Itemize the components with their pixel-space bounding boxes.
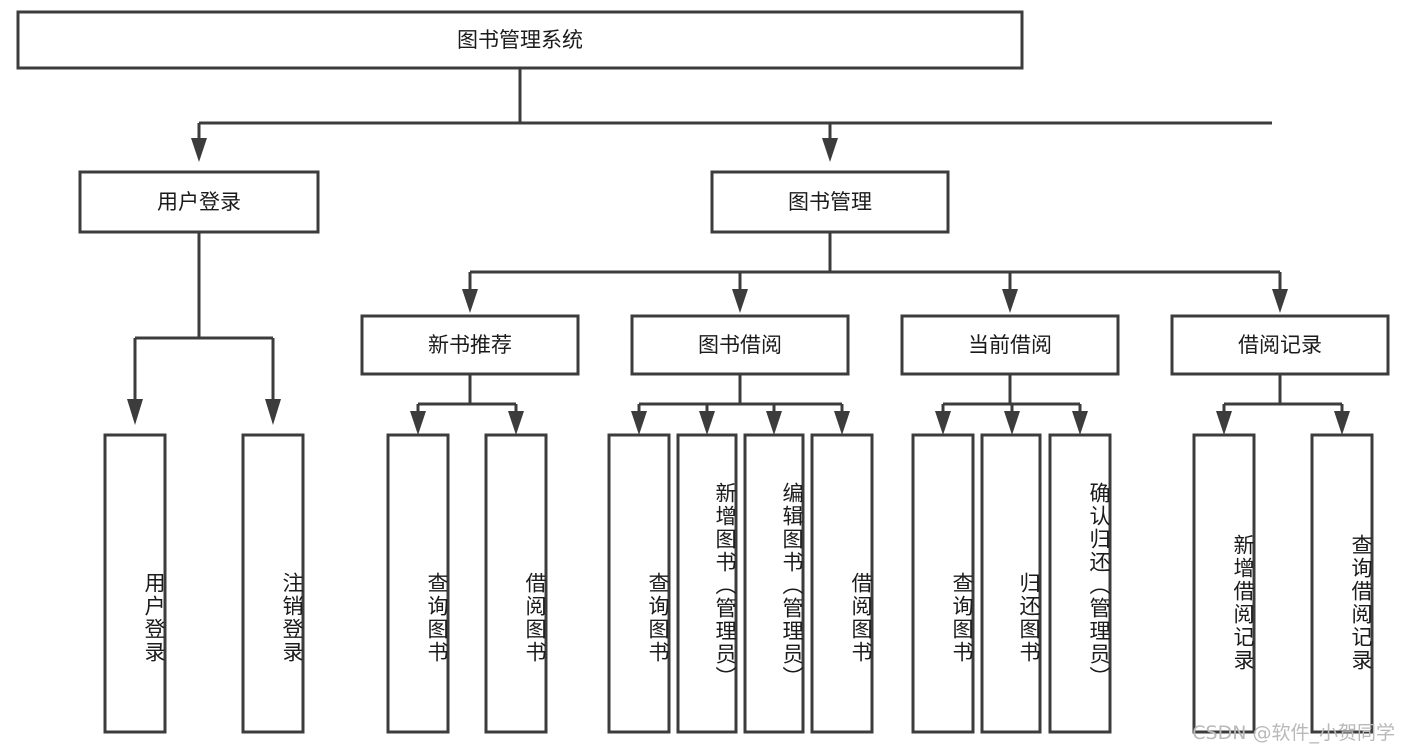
arrow-head-icon <box>1216 411 1232 435</box>
leaf-box-query-book-3[interactable] <box>911 433 975 734</box>
arrow-head-icon <box>191 138 207 162</box>
arrow-head-icon <box>265 399 281 425</box>
node-user-login-box <box>78 170 320 234</box>
node-root[interactable]: 图书管理系统 <box>16 10 1024 70</box>
node-user-login[interactable]: 用户登录 <box>78 170 320 234</box>
node-book-manage[interactable]: 图书管理 <box>710 170 950 234</box>
arrow-head-icon <box>1334 411 1350 435</box>
connector-root-to-level2 <box>191 68 1272 162</box>
leaf-box-add-book[interactable] <box>676 433 738 734</box>
arrow-head-icon <box>834 411 850 435</box>
arrow-head-icon <box>631 411 647 435</box>
arrow-head-icon <box>508 411 524 435</box>
watermark-text: CSDN @软件_小贺同学 <box>1192 722 1395 744</box>
leaf-box-borrow-book-1[interactable] <box>484 433 548 734</box>
arrow-head-icon <box>410 411 426 435</box>
node-book-manage-label: 图书管理 <box>788 190 872 214</box>
arrow-head-icon <box>935 411 951 435</box>
node-root-label: 图书管理系统 <box>457 28 583 52</box>
leaf-box-user-login[interactable] <box>103 433 167 734</box>
node-borrow-record[interactable]: 借阅记录 <box>1170 314 1390 376</box>
leaf-box-query-record[interactable] <box>1310 433 1374 734</box>
leaf-box-query-book-2[interactable] <box>607 433 671 734</box>
arrow-head-icon <box>766 411 782 435</box>
arrow-head-icon <box>1072 411 1088 435</box>
leaf-box-query-book-1[interactable] <box>386 433 450 734</box>
connector-new-book-recommend-to-leaves <box>410 374 524 435</box>
node-new-book-recommend[interactable]: 新书推荐 <box>360 314 580 376</box>
leaf-box-user-logout[interactable] <box>241 433 305 734</box>
node-new-book-recommend-label: 新书推荐 <box>428 333 512 357</box>
connector-book-borrow-to-leaves <box>631 374 850 435</box>
leaf-box-confirm-return[interactable] <box>1048 433 1112 734</box>
node-borrow-record-label: 借阅记录 <box>1238 333 1322 357</box>
arrow-head-icon <box>699 411 715 435</box>
node-new-book-recommend-box <box>360 314 580 376</box>
node-book-borrow-label: 图书借阅 <box>698 333 782 357</box>
leaf-box-return-book[interactable] <box>980 433 1042 734</box>
connector-book-manage-to-level3 <box>462 232 1288 313</box>
arrow-head-icon <box>1004 411 1020 435</box>
arrow-head-icon <box>127 399 143 425</box>
leaf-box-edit-book[interactable] <box>743 433 805 734</box>
connector-user-login-to-leaves <box>127 232 281 425</box>
node-current-borrow[interactable]: 当前借阅 <box>900 314 1120 376</box>
arrow-head-icon <box>462 289 478 313</box>
connector-borrow-record-to-leaves <box>1216 374 1350 435</box>
arrow-head-icon <box>1002 289 1018 313</box>
connector-current-borrow-to-leaves <box>935 374 1088 435</box>
node-root-box <box>16 10 1024 70</box>
node-current-borrow-box <box>900 314 1120 376</box>
node-current-borrow-label: 当前借阅 <box>968 333 1052 357</box>
arrow-head-icon <box>732 289 748 313</box>
leaf-box-borrow-book-2[interactable] <box>810 433 874 734</box>
node-user-login-label: 用户登录 <box>157 190 241 214</box>
arrow-head-icon <box>822 138 838 162</box>
node-book-borrow[interactable]: 图书借阅 <box>630 314 850 376</box>
arrow-head-icon <box>1272 289 1288 313</box>
leaf-box-add-record[interactable] <box>1192 433 1256 734</box>
